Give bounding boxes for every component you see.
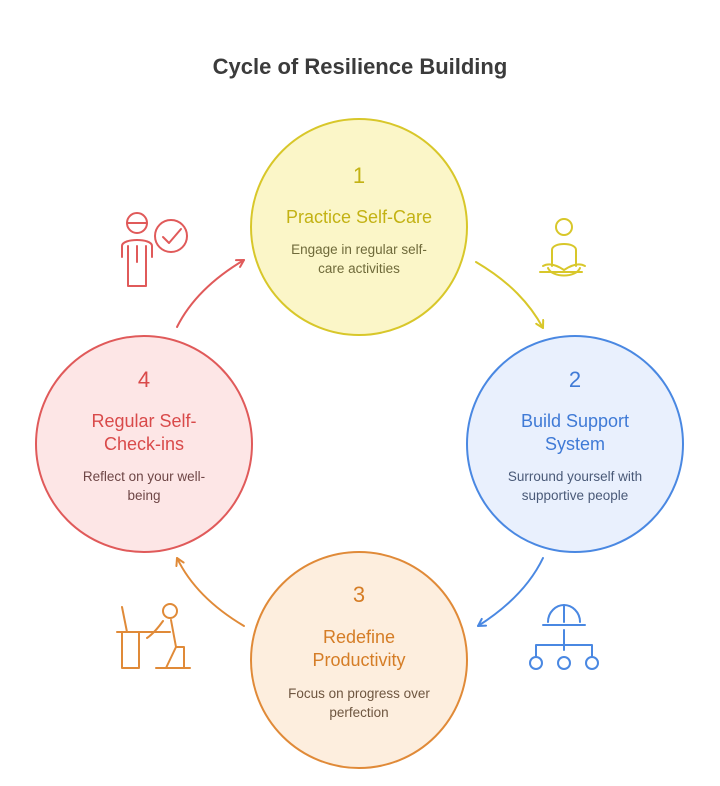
step-2-desc-line-2: supportive people: [522, 488, 629, 503]
step-2-number: 2: [569, 367, 581, 392]
step-2-title-line-1: Build Support: [521, 411, 629, 431]
step-4-circle: [35, 335, 253, 553]
arrow-4-to-1: [176, 259, 245, 328]
meditation-person-icon: [539, 218, 586, 277]
person-at-desk-icon: [116, 603, 191, 669]
step-3-title-line-1: Redefine: [323, 627, 395, 647]
arrow-1-to-2: [475, 261, 545, 329]
step-3-circle: [250, 551, 468, 769]
arrow-3-to-4: [175, 557, 245, 627]
diagram-title: Cycle of Resilience Building: [213, 54, 508, 79]
step-1-node: 1 Practice Self-Care Engage in regular s…: [250, 118, 468, 336]
step-3-node: 3 Redefine Productivity Focus on progres…: [250, 551, 468, 769]
step-4-number: 4: [138, 367, 150, 392]
step-2-desc-line-1: Surround yourself with: [508, 469, 642, 484]
step-4-desc-line-1: Reflect on your well-: [83, 469, 205, 484]
step-1-circle: [250, 118, 468, 336]
step-1-desc-line-2: care activities: [318, 261, 400, 276]
step-1-title: Practice Self-Care: [286, 207, 432, 227]
step-4-desc-line-2: being: [127, 488, 160, 503]
step-3-title-line-2: Productivity: [312, 650, 405, 670]
arrow-2-to-3: [477, 557, 544, 627]
step-3-desc-line-2: perfection: [329, 705, 388, 720]
support-network-icon: [529, 604, 599, 670]
step-4-title-line-1: Regular Self-: [91, 411, 196, 431]
step-4-title-line-2: Check-ins: [104, 434, 184, 454]
step-1-number: 1: [353, 163, 365, 188]
person-checkmark-icon: [121, 212, 188, 287]
step-1-desc-line-1: Engage in regular self-: [291, 242, 427, 257]
step-3-desc-line-1: Focus on progress over: [288, 686, 430, 701]
step-4-node: 4 Regular Self- Check-ins Reflect on you…: [35, 335, 253, 553]
step-2-title-line-2: System: [545, 434, 605, 454]
step-3-number: 3: [353, 582, 365, 607]
step-2-circle: [466, 335, 684, 553]
step-2-node: 2 Build Support System Surround yourself…: [466, 335, 684, 553]
